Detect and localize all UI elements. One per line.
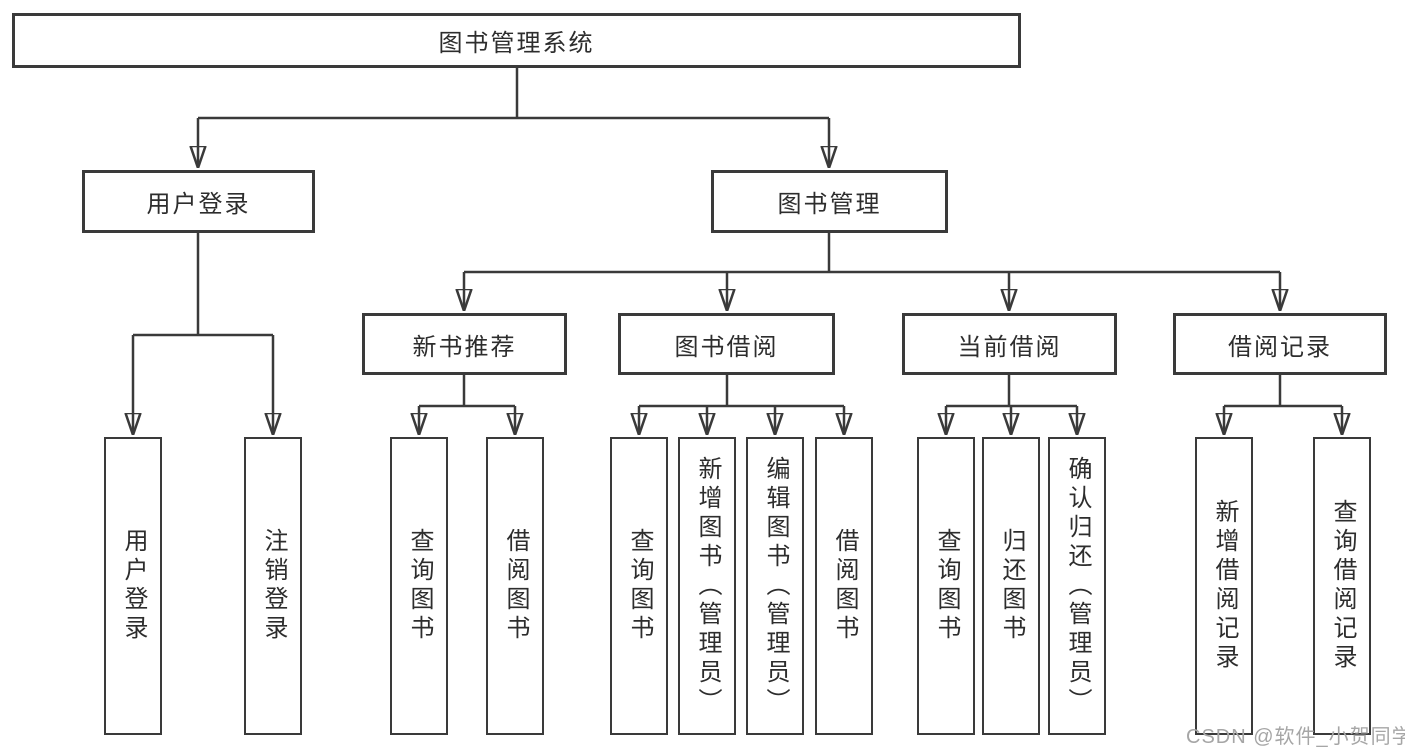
leaf-current-query-book: 查询图书	[917, 437, 975, 735]
branch-borrow-records	[1224, 375, 1342, 433]
branch-new-book-rec	[419, 375, 515, 433]
node-label: 用户登录	[146, 191, 251, 218]
node-label: 图书借阅	[674, 333, 779, 361]
node-label: 新增图书（管理员）	[694, 455, 721, 717]
node-label: 借阅记录	[1228, 333, 1332, 361]
node-book-borrow: 图书借阅	[618, 313, 835, 375]
leaf-borrow-book: 借阅图书	[815, 437, 873, 735]
csdn-watermark: CSDN @软件_小贺同学	[1186, 726, 1405, 747]
node-label: 用户登录	[120, 528, 147, 644]
leaf-recommend-query-book: 查询图书	[390, 437, 448, 735]
node-book-management: 图书管理	[711, 170, 948, 233]
branch-current-borrow	[946, 375, 1077, 433]
node-label: 归还图书	[998, 528, 1025, 644]
node-label: 查询图书	[406, 528, 433, 644]
node-label: 当前借阅	[957, 333, 1062, 361]
branch-book-borrow	[639, 375, 844, 433]
node-user-login: 用户登录	[82, 170, 315, 233]
node-library-management-system: 图书管理系统	[12, 13, 1021, 68]
node-label: 查询借阅记录	[1329, 499, 1356, 673]
node-borrow-records: 借阅记录	[1173, 313, 1387, 375]
leaf-user-login: 用户登录	[104, 437, 162, 735]
leaf-add-book-admin: 新增图书（管理员）	[678, 437, 736, 735]
branch-user-login	[133, 233, 273, 433]
node-label: 图书管理系统	[438, 30, 595, 57]
leaf-edit-book-admin: 编辑图书（管理员）	[746, 437, 804, 735]
node-label: 借阅图书	[502, 528, 529, 644]
leaf-return-book: 归还图书	[982, 437, 1040, 735]
leaf-confirm-return-admin: 确认归还（管理员）	[1048, 437, 1106, 735]
leaf-query-borrow-record: 查询借阅记录	[1313, 437, 1371, 735]
leaf-recommend-borrow-book: 借阅图书	[486, 437, 544, 735]
branch-root	[198, 68, 829, 166]
node-new-book-recommend: 新书推荐	[362, 313, 567, 375]
node-label: 注销登录	[260, 528, 287, 644]
node-label: 图书管理	[777, 191, 882, 218]
node-label: 新增借阅记录	[1211, 499, 1238, 673]
leaf-logout: 注销登录	[244, 437, 302, 735]
node-label: 新书推荐	[412, 333, 517, 361]
node-label: 编辑图书（管理员）	[762, 455, 789, 717]
leaf-borrow-query-book: 查询图书	[610, 437, 668, 735]
node-label: 确认归还（管理员）	[1064, 455, 1091, 717]
node-label: 借阅图书	[831, 528, 858, 644]
branch-book-mgmt	[464, 233, 1280, 309]
node-current-borrow: 当前借阅	[902, 313, 1117, 375]
node-label: 查询图书	[933, 528, 960, 644]
node-label: 查询图书	[626, 528, 653, 644]
leaf-add-borrow-record: 新增借阅记录	[1195, 437, 1253, 735]
